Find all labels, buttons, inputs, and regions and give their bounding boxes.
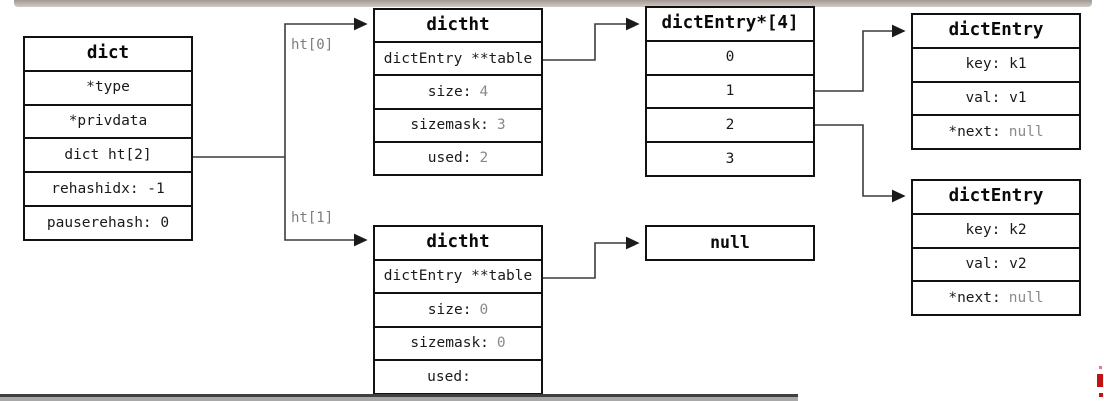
dictht-bottom-size-row: size: 0: [375, 294, 541, 328]
dictentry-array-title: dictEntry*[4]: [647, 8, 813, 42]
field-value: 2: [479, 150, 489, 167]
dict-struct-box: dict *type *privdata dict ht[2] rehashid…: [23, 36, 193, 241]
dictentry-array-box: dictEntry*[4] 0 1 2 3: [645, 6, 815, 177]
field-label: used:: [427, 150, 472, 167]
field-label: sizemask:: [410, 335, 489, 352]
dictht-bottom-box: dictht dictEntry **table size: 0 sizemas…: [373, 225, 543, 395]
dictentry2-box: dictEntry key: k2 val: v2 *next: null: [911, 179, 1081, 316]
dictentry2-title: dictEntry: [913, 181, 1079, 215]
field-value: 4: [479, 83, 489, 100]
dictentry2-next-row: *next: null: [913, 282, 1079, 314]
dict-row-pauserehash: pauserehash: 0: [46, 214, 170, 231]
field-value: 3: [496, 116, 506, 133]
field-label: size:: [427, 301, 472, 318]
array-slot-3: 3: [725, 150, 735, 167]
dictht-top-box: dictht dictEntry **table size: 4 sizemas…: [373, 8, 543, 176]
window-top-edge: [14, 0, 1092, 7]
dictentry1-next-row: *next: null: [913, 116, 1079, 148]
dict-row-type: *type: [25, 72, 191, 106]
arrow-slot1-to-entry1: [815, 24, 906, 92]
dictentry1-title: dictEntry: [913, 15, 1079, 49]
field-value: 0: [496, 335, 506, 352]
window-bottom-edge-light: [0, 397, 798, 401]
dictht-top-table-row: dictEntry **table: [375, 43, 541, 77]
field-value: null: [1008, 123, 1044, 140]
red-annotation-mark: [1099, 393, 1103, 397]
ht1-wire-label: ht[1]: [291, 210, 334, 226]
red-annotation-mark: [1097, 374, 1103, 387]
null-box-title: null: [710, 232, 750, 252]
dictentry1-key-row: key: k1: [913, 49, 1079, 83]
dictentry2-val-row: val: v2: [913, 249, 1079, 283]
dictht-top-title: dictht: [375, 10, 541, 44]
window-bottom-edge-dark: [0, 394, 798, 397]
dictentry1-box: dictEntry key: k1 val: v1 *next: null: [911, 13, 1081, 150]
dict-box-title: dict: [25, 38, 191, 72]
field-label: size:: [427, 83, 472, 100]
arrow-table-to-entry-array: [543, 17, 640, 61]
red-annotation-mark: [1099, 366, 1102, 369]
array-slot-1: 1: [647, 76, 813, 110]
dictht-top-sizemask-row: sizemask: 3: [375, 110, 541, 143]
field-label: used:: [427, 368, 471, 385]
array-slot-2: 2: [647, 109, 813, 144]
dict-row-privdata: *privdata: [25, 106, 191, 140]
dict-row-ht2: dict ht[2]: [25, 139, 191, 174]
dictht-top-size-row: size: 4: [375, 76, 541, 110]
dictht-top-used-row: used: 2: [375, 143, 541, 174]
dictentry2-key-row: key: k2: [913, 215, 1079, 249]
dict-row-rehashidx: rehashidx: -1: [25, 173, 191, 208]
dictht-bottom-title: dictht: [375, 227, 541, 261]
field-value: null: [1008, 289, 1044, 306]
null-box: null: [645, 225, 815, 261]
arrow-table-to-null: [543, 236, 640, 279]
ht0-wire-label: ht[0]: [291, 37, 334, 53]
field-label: *next:: [948, 123, 1001, 140]
dictentry1-val-row: val: v1: [913, 83, 1079, 117]
field-label: sizemask:: [410, 116, 489, 133]
array-slot-0: 0: [647, 42, 813, 76]
dictht-bottom-used-row: used:: [375, 361, 541, 393]
dictht-bottom-sizemask-row: sizemask: 0: [375, 328, 541, 362]
field-label: *next:: [948, 289, 1001, 306]
dictht-bottom-table-row: dictEntry **table: [375, 261, 541, 295]
field-value: 0: [479, 301, 489, 318]
arrow-ht1-to-dictht-bottom: [284, 157, 368, 247]
arrow-slot2-to-entry2: [815, 124, 906, 203]
